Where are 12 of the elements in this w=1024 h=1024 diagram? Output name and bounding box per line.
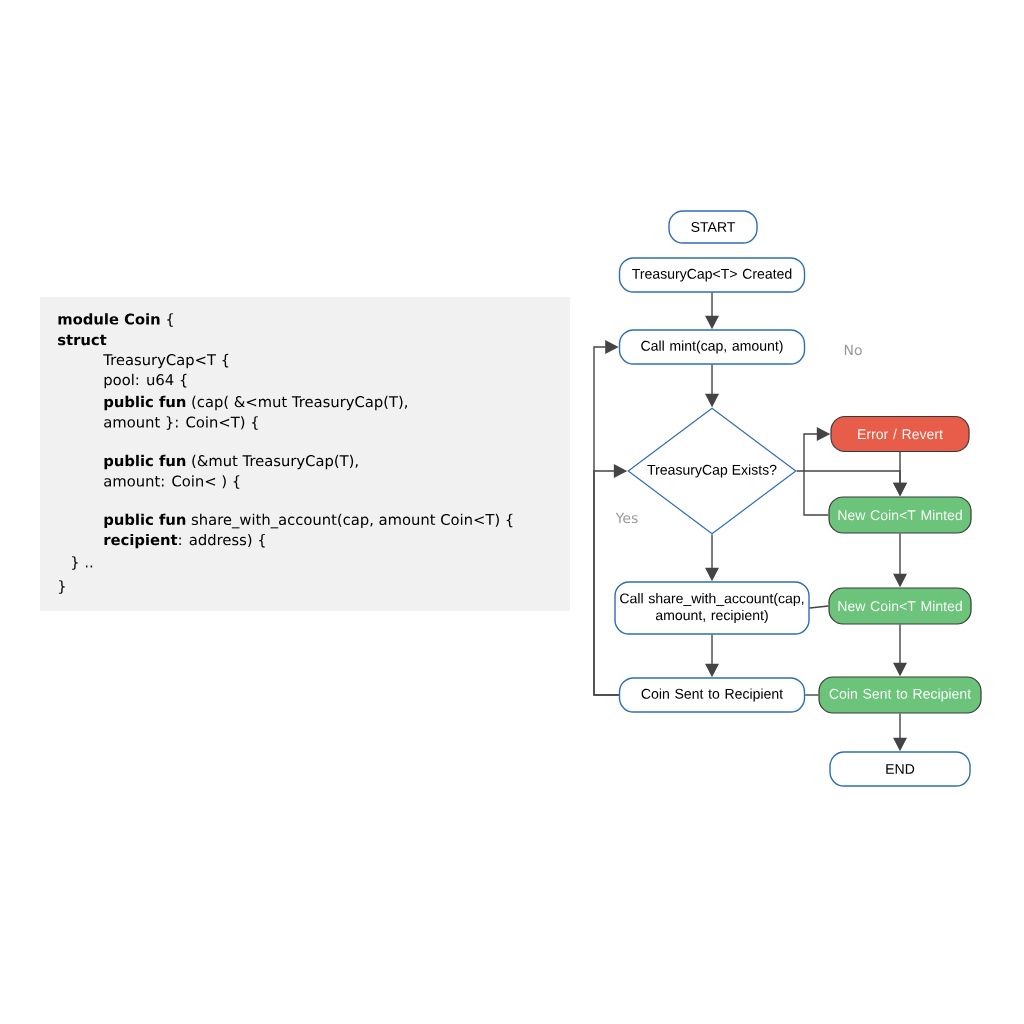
error-box: Error / Revert <box>830 415 970 453</box>
process-box: Coin Sent to Recipient <box>818 676 982 714</box>
process-box: END <box>829 751 971 787</box>
process-box: TreasuryCap<T> Created <box>618 257 806 293</box>
process-box: START <box>668 210 758 244</box>
process-box: Call mint(cap, amount) <box>618 329 806 365</box>
process-box: New Coin<T Minted <box>828 496 972 534</box>
process-box: Coin Sent to Recipient <box>618 677 806 713</box>
branch-label: No <box>844 344 862 356</box>
process-box: Call share_with_account(cap, amount, recipient) <box>614 581 810 635</box>
code-panel: module Coin { struct TreasuryCap<T { pool: u64 { public fun (cap( &<mut TreasuryCap(T), amount }: Coin<T) { public fun (&mut TreasuryCap(T), amount: Coin< ) { public fun share_with_account(cap, amount Coin<T) { recipient: address) { } .. } <box>40 297 570 611</box>
process-box: New Coin<T Minted <box>828 587 972 625</box>
